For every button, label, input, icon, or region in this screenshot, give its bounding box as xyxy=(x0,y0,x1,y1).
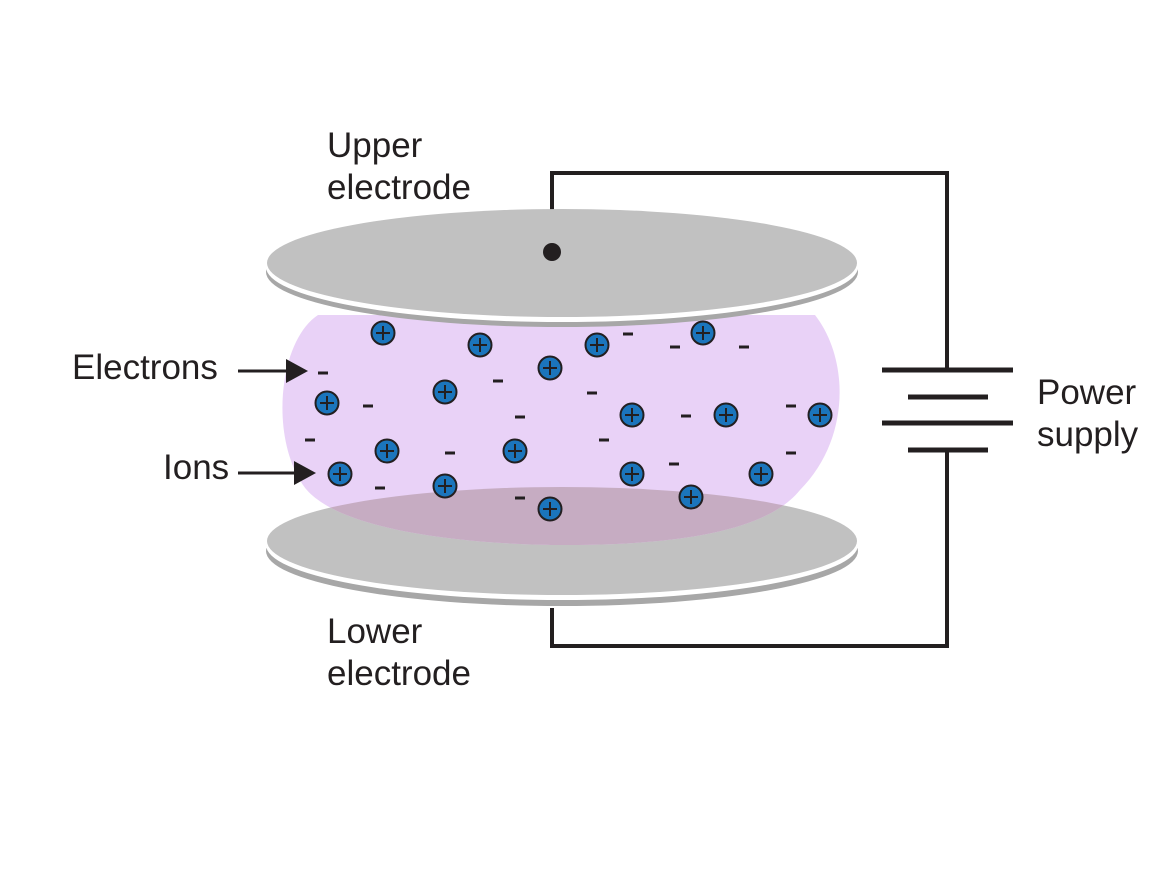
electron-particle xyxy=(739,345,749,349)
power-supply-label-line-2: supply xyxy=(1037,415,1139,454)
electron-particle xyxy=(786,404,796,408)
ions-label: Ions xyxy=(163,448,230,487)
electron-particle xyxy=(305,438,315,442)
lower-electrode-label-line-2: electrode xyxy=(327,654,471,693)
electron-particle xyxy=(670,345,680,349)
ion-particle xyxy=(370,320,396,346)
ion-particle xyxy=(374,438,400,464)
ion-particle xyxy=(432,379,458,405)
electron-particle xyxy=(515,415,525,419)
ion-particle xyxy=(619,402,645,428)
electron-particle xyxy=(681,414,691,418)
lower-wire xyxy=(550,450,949,648)
ion-particle xyxy=(619,461,645,487)
ion-particle xyxy=(584,332,610,358)
ion-particle xyxy=(537,496,563,522)
electron-particle xyxy=(493,379,503,383)
ion-particle xyxy=(432,473,458,499)
upper-electrode-label-line-1: Upper xyxy=(327,126,423,165)
power-supply-symbol xyxy=(882,367,1013,453)
ion-particle xyxy=(314,390,340,416)
electron-particle xyxy=(363,404,373,408)
ion-particle xyxy=(690,320,716,346)
ion-particle xyxy=(537,355,563,381)
electron-particle xyxy=(318,371,328,375)
plasma-cloud xyxy=(282,315,840,545)
electron-particle xyxy=(669,462,679,466)
upper-electrode-label-line-2: electrode xyxy=(327,168,471,207)
electron-particle xyxy=(515,496,525,500)
power-supply-label-line-1: Power xyxy=(1037,373,1137,412)
electron-particle xyxy=(599,438,609,442)
electrons-arrowhead xyxy=(286,359,308,383)
ion-particle xyxy=(748,461,774,487)
electron-particle xyxy=(375,486,385,490)
ion-particle xyxy=(807,402,833,428)
ions-arrowhead xyxy=(294,461,316,485)
plasma-electrode-overlap xyxy=(282,487,840,545)
ion-particle xyxy=(678,484,704,510)
ion-particle xyxy=(327,461,353,487)
ion-particle xyxy=(502,438,528,464)
lower-electrode-label-line-1: Lower xyxy=(327,612,423,651)
electron-particle xyxy=(587,391,597,395)
ions-group xyxy=(314,320,833,522)
electrons-group xyxy=(305,332,796,500)
electron-particle xyxy=(445,451,455,455)
ion-particle xyxy=(467,332,493,358)
ion-particle xyxy=(713,402,739,428)
electrons-label: Electrons xyxy=(72,348,218,387)
upper-electrode-contact xyxy=(543,243,561,261)
upper-electrode-top xyxy=(267,209,857,317)
electron-particle xyxy=(623,332,633,336)
arrows xyxy=(238,359,316,485)
upper-electrode xyxy=(266,209,858,327)
electron-particle xyxy=(786,451,796,455)
